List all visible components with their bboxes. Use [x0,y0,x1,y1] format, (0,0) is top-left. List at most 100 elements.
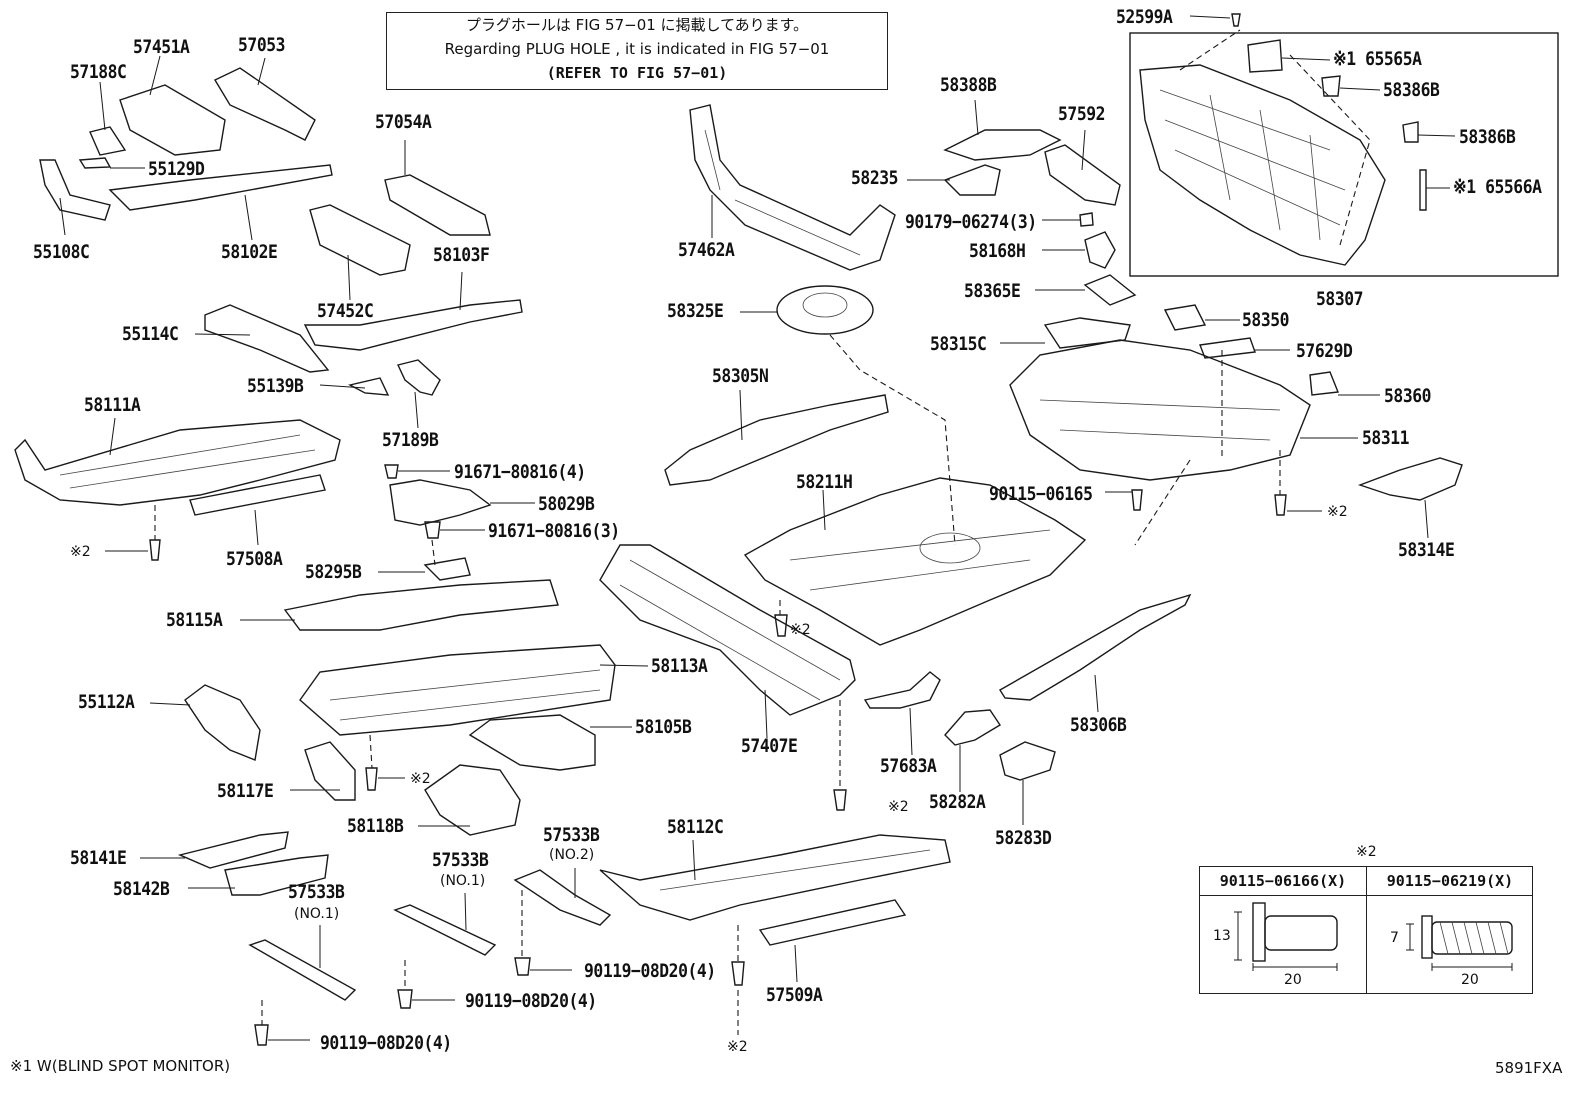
label-58235[interactable]: 58235 [851,167,899,189]
label-58103F[interactable]: 58103F [433,244,490,266]
label-58115A[interactable]: 58115A [166,609,223,631]
label-55112A[interactable]: 55112A [78,691,135,713]
label-57683A[interactable]: 57683A [880,755,937,777]
label-58211H[interactable]: 58211H [796,471,853,493]
part-58235 [943,164,1001,196]
label-90179[interactable]: 90179−06274(3) [905,211,1037,233]
label-58141E[interactable]: 58141E [70,847,127,869]
label-58386B-2[interactable]: 58386B [1459,126,1516,148]
brace-57533B-no2 [513,869,612,926]
label-90119-b[interactable]: 90119−08D20(4) [465,990,597,1012]
part-58295B [423,557,471,581]
part-57629D [1199,337,1256,359]
bracket-65565A [1247,39,1283,73]
label-90119-a[interactable]: 90119−08D20(4) [584,960,716,982]
label-57407E[interactable]: 57407E [741,735,798,757]
brace-57533B-no1-right [393,904,497,956]
label-57629D[interactable]: 57629D [1296,340,1353,362]
label-58307[interactable]: 58307 [1316,288,1364,310]
label-58142B[interactable]: 58142B [113,878,170,900]
label-90119-c[interactable]: 90119−08D20(4) [320,1032,452,1054]
label-57188C[interactable]: 57188C [70,61,127,83]
part-58113A [299,644,616,736]
label-58311[interactable]: 58311 [1362,427,1410,449]
part-57508A [189,474,326,516]
legend-col-1: 90115−06166(X) [1200,867,1366,993]
part-58141E [177,831,289,869]
note-line-refer: (REFER TO FIG 57−01) [546,64,728,82]
label-90115-06165[interactable]: 90115−06165 [989,483,1093,505]
mark-ref2-58211H: ※2 [790,622,811,638]
label-57533B-no1-right[interactable]: 57533B [432,849,489,871]
part-58118B [424,764,521,836]
legend-col-2-header: 90115−06219(X) [1367,867,1533,896]
part-55108C [39,159,111,221]
label-55139B[interactable]: 55139B [247,375,304,397]
label-57054A[interactable]: 57054A [375,111,432,133]
dash-panel-frame [1129,32,1559,277]
part-58105B [468,714,596,771]
note-no1-right: (NO.1) [440,873,486,889]
label-57592[interactable]: 57592 [1058,103,1106,125]
part-58112C [599,834,951,921]
label-91671-4[interactable]: 91671−80816(4) [454,461,586,483]
label-58386B-1[interactable]: 58386B [1383,79,1440,101]
part-58315C [1043,317,1131,349]
label-91671-3[interactable]: 91671−80816(3) [488,520,620,542]
part-58305N [664,394,889,486]
legend-dim-1-length: 20 [1284,972,1302,988]
part-58282A [944,709,1001,746]
mark-ref2-58113A: ※2 [410,771,431,787]
label-58314E[interactable]: 58314E [1398,539,1455,561]
label-58113A[interactable]: 58113A [651,655,708,677]
label-58112C[interactable]: 58112C [667,816,724,838]
mark-ref2-left: ※2 [70,544,91,560]
label-58315C[interactable]: 58315C [930,333,987,355]
part-58306B [999,593,1192,701]
label-55129D[interactable]: 55129D [148,158,205,180]
label-55114C[interactable]: 55114C [122,323,179,345]
label-52599A[interactable]: 52599A [1116,6,1173,28]
mark-ref2-bottom: ※2 [727,1039,748,1055]
label-58388B[interactable]: 58388B [940,74,997,96]
label-58118B[interactable]: 58118B [347,815,404,837]
label-58282A[interactable]: 58282A [929,791,986,813]
label-57451A[interactable]: 57451A [133,36,190,58]
label-58305N[interactable]: 58305N [712,365,769,387]
label-65566A[interactable]: ※1 65566A [1453,176,1542,198]
label-57533B-no2[interactable]: 57533B [543,824,600,846]
part-58311 [1009,339,1311,481]
label-55108C[interactable]: 55108C [33,241,90,263]
label-65565A[interactable]: ※1 65565A [1333,48,1422,70]
part-58314E [1357,457,1463,501]
label-57452C[interactable]: 57452C [317,300,374,322]
label-58306B[interactable]: 58306B [1070,714,1127,736]
label-58102E[interactable]: 58102E [221,241,278,263]
label-58105B[interactable]: 58105B [635,716,692,738]
part-57407E [599,544,856,716]
label-58325E[interactable]: 58325E [667,300,724,322]
label-58111A[interactable]: 58111A [84,394,141,416]
label-57462A[interactable]: 57462A [678,239,735,261]
label-58029B[interactable]: 58029B [538,493,595,515]
label-58168H[interactable]: 58168H [969,240,1026,262]
label-57053[interactable]: 57053 [238,34,286,56]
label-58365E[interactable]: 58365E [964,280,1021,302]
label-57509A[interactable]: 57509A [766,984,823,1006]
plug-hole-note: プラグホールは FIG 57−01 に掲載してあります。 Regarding P… [386,12,888,90]
label-57533B-no1-left[interactable]: 57533B [288,881,345,903]
part-58388B [943,129,1062,161]
label-57189B[interactable]: 57189B [382,429,439,451]
label-58283D[interactable]: 58283D [995,827,1052,849]
part-58168H [1084,231,1116,269]
label-58350[interactable]: 58350 [1242,309,1290,331]
part-58283D [999,741,1056,781]
brace-57533B-no1-left [248,939,357,1001]
label-58360[interactable]: 58360 [1384,385,1432,407]
label-57508A[interactable]: 57508A [226,548,283,570]
label-58117E[interactable]: 58117E [217,780,274,802]
part-57462A [689,104,896,271]
legend-bolt-2 [1406,915,1513,971]
label-58295B[interactable]: 58295B [305,561,362,583]
part-57053 [214,67,316,141]
